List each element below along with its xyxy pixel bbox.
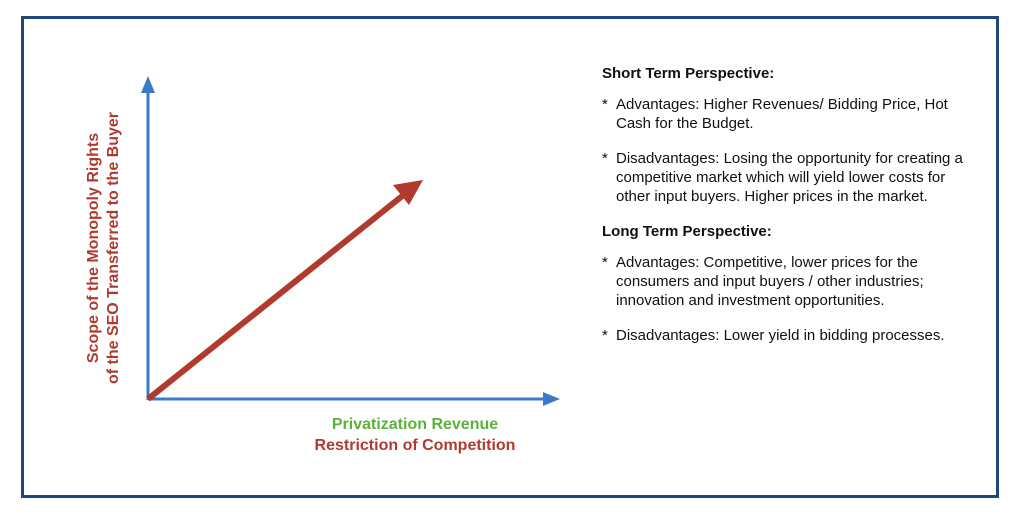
short-term-advantages: * Advantages: Higher Revenues/ Bidding P… [602,95,982,133]
bullet-text: Disadvantages: Lower yield in bidding pr… [616,327,945,344]
x-axis-label: Privatization Revenue Restriction of Com… [270,414,560,456]
bullet-marker: * [602,96,608,113]
slide-frame [21,16,999,498]
bullet-text: Disadvantages: Losing the opportunity fo… [616,150,963,205]
x-axis-label-competition: Restriction of Competition [314,437,516,454]
short-term-list: * Advantages: Higher Revenues/ Bidding P… [602,95,982,206]
long-term-disadvantages: * Disadvantages: Lower yield in bidding … [602,326,982,345]
trend-arrowhead-icon [393,180,423,205]
y-axis-arrowhead-icon [141,76,155,93]
bullet-text: Advantages: Higher Revenues/ Bidding Pri… [616,96,948,132]
trend-arrow [146,190,408,402]
bullet-text: Advantages: Competitive, lower prices fo… [616,254,924,309]
y-axis-label-line-1: Scope of the Monopoly Rights [85,132,102,364]
bullet-marker: * [602,254,608,271]
y-axis-label: Scope of the Monopoly Rights of the SEO … [84,88,124,408]
x-axis-arrowhead-icon [543,392,560,406]
long-term-list: * Advantages: Competitive, lower prices … [602,253,982,345]
long-term-advantages: * Advantages: Competitive, lower prices … [602,253,982,310]
perspective-panel: Short Term Perspective: * Advantages: Hi… [602,64,982,345]
bullet-marker: * [602,327,608,344]
short-term-heading: Short Term Perspective: [602,65,775,82]
bullet-marker: * [602,150,608,167]
long-term-heading: Long Term Perspective: [602,223,772,240]
y-axis-label-line-2: of the SEO Transferred to the Buyer [105,111,122,385]
x-axis-label-revenue: Privatization Revenue [331,416,499,433]
short-term-disadvantages: * Disadvantages: Losing the opportunity … [602,149,982,206]
